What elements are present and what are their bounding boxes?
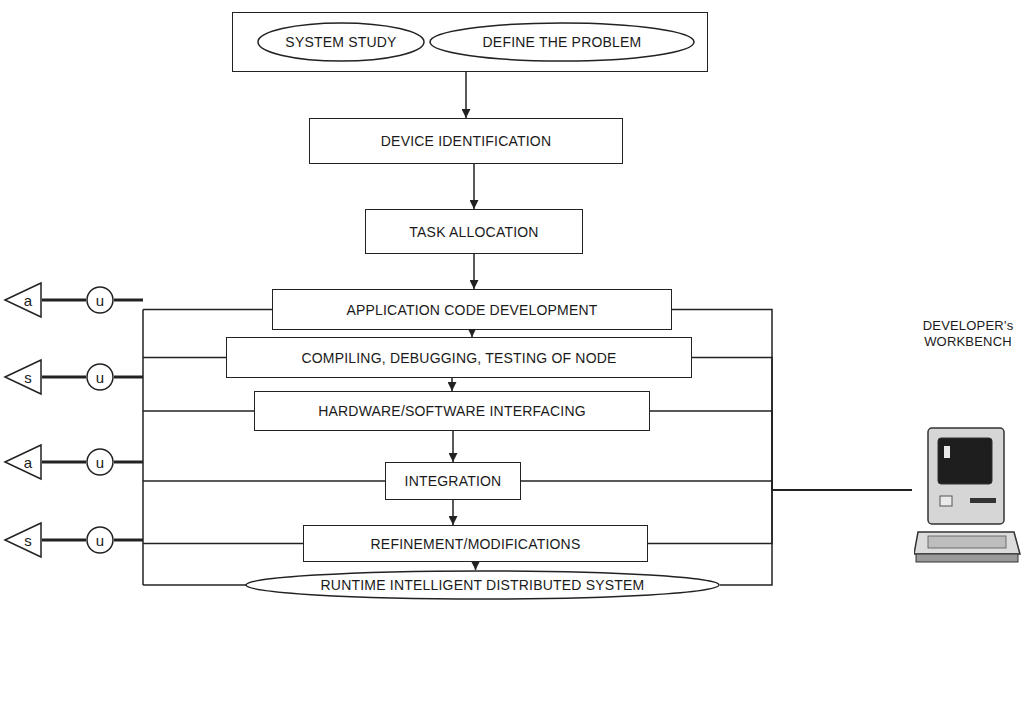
connector [452, 500, 454, 525]
process-box: COMPILING, DEBUGGING, TESTING OF NODE [226, 337, 692, 378]
stage-box: SYSTEM STUDY DEFINE THE PROBLEM [232, 12, 708, 72]
bus-wire [143, 543, 303, 545]
unit-circle: u [86, 448, 114, 476]
connector [465, 72, 467, 118]
step-label: TASK ALLOCATION [409, 224, 538, 240]
unit-circle: u [86, 526, 114, 554]
connector [42, 539, 86, 542]
symbol-letter: s [24, 369, 32, 386]
connector [720, 490, 912, 585]
connector [451, 378, 453, 391]
bus-wire [143, 410, 254, 412]
workbench-label: DEVELOPER's WORKBENCH [912, 318, 1024, 350]
actuator-symbol: a [4, 282, 42, 318]
process-box: APPLICATION CODE DEVELOPMENT [272, 289, 672, 330]
step-label: COMPILING, DEBUGGING, TESTING OF NODE [301, 350, 616, 366]
process-box: DEVICE IDENTIFICATION [309, 118, 623, 164]
connector [475, 562, 477, 570]
process-box: INTEGRATION [385, 462, 521, 500]
step-label: SYSTEM STUDY [285, 34, 396, 50]
signal-wire [114, 376, 143, 379]
connector [473, 164, 475, 209]
connector [521, 481, 912, 490]
bus-wire [143, 357, 226, 359]
symbol-letter: s [24, 532, 32, 549]
tri-outline [4, 522, 42, 558]
connector [452, 431, 454, 462]
unit-circle: u [86, 363, 114, 391]
symbol-letter: a [24, 454, 33, 471]
step-label: REFINEMENT/MODIFICATIONS [371, 536, 581, 552]
process-box: HARDWARE/SOFTWARE INTERFACING [254, 391, 650, 431]
bus-wire [143, 584, 247, 586]
connector [648, 490, 912, 544]
sensor-symbol: s [4, 522, 42, 558]
sensor-symbol: s [4, 359, 42, 395]
step-label: DEFINE THE PROBLEM [483, 34, 642, 50]
process-box: REFINEMENT/MODIFICATIONS [303, 525, 648, 562]
symbol-letter: u [96, 292, 105, 309]
step-ellipse: DEFINE THE PROBLEM [429, 22, 695, 62]
result-ellipse: RUNTIME INTELLIGENT DISTRIBUTED SYSTEM [245, 570, 720, 600]
step-label: DEVICE IDENTIFICATION [381, 133, 551, 149]
bus-wire [143, 309, 272, 311]
connector [672, 310, 912, 491]
symbol-letter: u [96, 369, 105, 386]
connector [42, 376, 86, 379]
unit-circle: u [86, 286, 114, 314]
process-box: TASK ALLOCATION [365, 209, 583, 254]
step-label: INTEGRATION [405, 473, 502, 489]
connector [42, 299, 86, 302]
connector [473, 254, 475, 289]
symbol-letter: u [96, 532, 105, 549]
symbol-letter: a [24, 292, 33, 309]
connector [692, 358, 912, 491]
connector [471, 330, 473, 337]
tri-outline [4, 282, 42, 318]
step-label: HARDWARE/SOFTWARE INTERFACING [318, 403, 586, 419]
connector [42, 461, 86, 464]
computer-icon [914, 426, 1022, 566]
bus-wire [143, 480, 385, 482]
step-label: APPLICATION CODE DEVELOPMENT [346, 302, 597, 318]
step-ellipse: SYSTEM STUDY [257, 22, 425, 62]
signal-wire [114, 299, 143, 302]
connector [650, 411, 912, 490]
actuator-symbol: a [4, 444, 42, 480]
signal-wire [114, 461, 143, 464]
symbol-letter: u [96, 454, 105, 471]
tri-outline [4, 444, 42, 480]
step-label: RUNTIME INTELLIGENT DISTRIBUTED SYSTEM [321, 577, 645, 593]
tri-outline [4, 359, 42, 395]
workbench-computer: DEVELOPER's WORKBENCH [912, 318, 1024, 566]
signal-wire [114, 539, 143, 542]
